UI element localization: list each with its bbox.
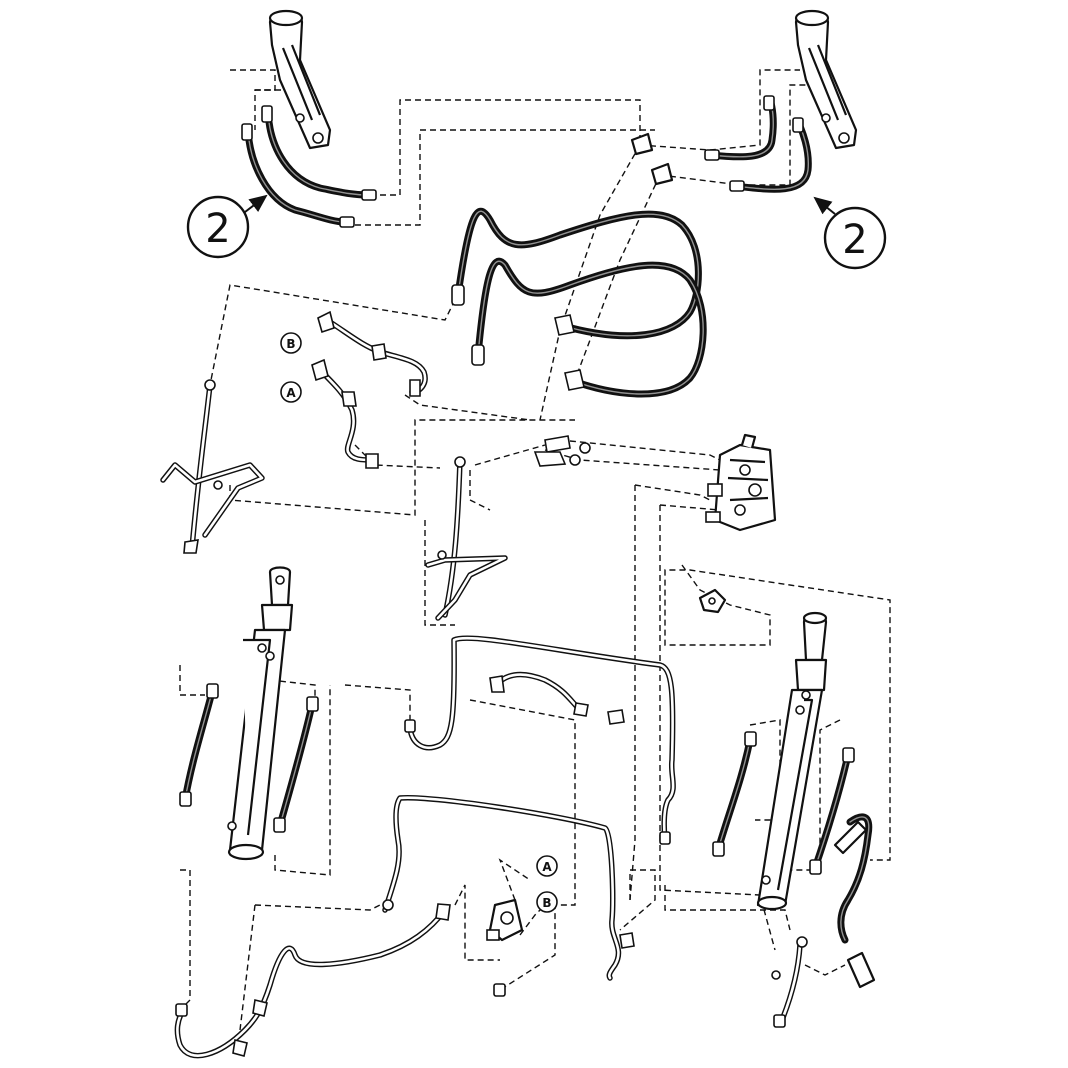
- lower-tube-runs: [174, 635, 676, 1059]
- upper-tee-fittings: [630, 132, 674, 186]
- left-tube-bracket: [160, 379, 265, 554]
- connection-tag-upper-a: A: [280, 381, 302, 403]
- connection-tag-upper-b: B: [280, 332, 302, 354]
- connection-tag-lower-a: A: [536, 855, 558, 877]
- tag-lower-a-label: A: [542, 860, 552, 874]
- right-fitting: [698, 588, 727, 614]
- callout-2-right: 2: [813, 196, 887, 270]
- center-tube-bracket: [425, 456, 508, 621]
- callout-2-left: 2: [186, 194, 268, 259]
- connection-tag-lower-b: B: [536, 891, 558, 913]
- tag-upper-a-label: A: [286, 386, 296, 400]
- lower-left-cylinder: [227, 566, 294, 861]
- upper-left-hose-pair: [241, 105, 377, 228]
- tag-lower-b-label: B: [542, 896, 551, 910]
- lower-right-hoses: [712, 731, 855, 875]
- upper-left-cylinder: [268, 9, 332, 150]
- right-bent-hose: [771, 813, 876, 1028]
- middle-small-lines: [311, 310, 591, 469]
- callout-2-right-label: 2: [842, 217, 867, 263]
- upper-right-cylinder: [794, 9, 858, 150]
- lower-right-cylinder: [756, 611, 828, 911]
- long-loop-hoses: [451, 207, 707, 398]
- tag-upper-b-label: B: [286, 337, 295, 351]
- control-valve: [705, 433, 777, 532]
- lower-small-valve: [486, 898, 524, 997]
- lower-left-hoses: [179, 683, 319, 833]
- callout-2-left-label: 2: [205, 206, 230, 252]
- upper-right-hose-pair: [704, 95, 812, 193]
